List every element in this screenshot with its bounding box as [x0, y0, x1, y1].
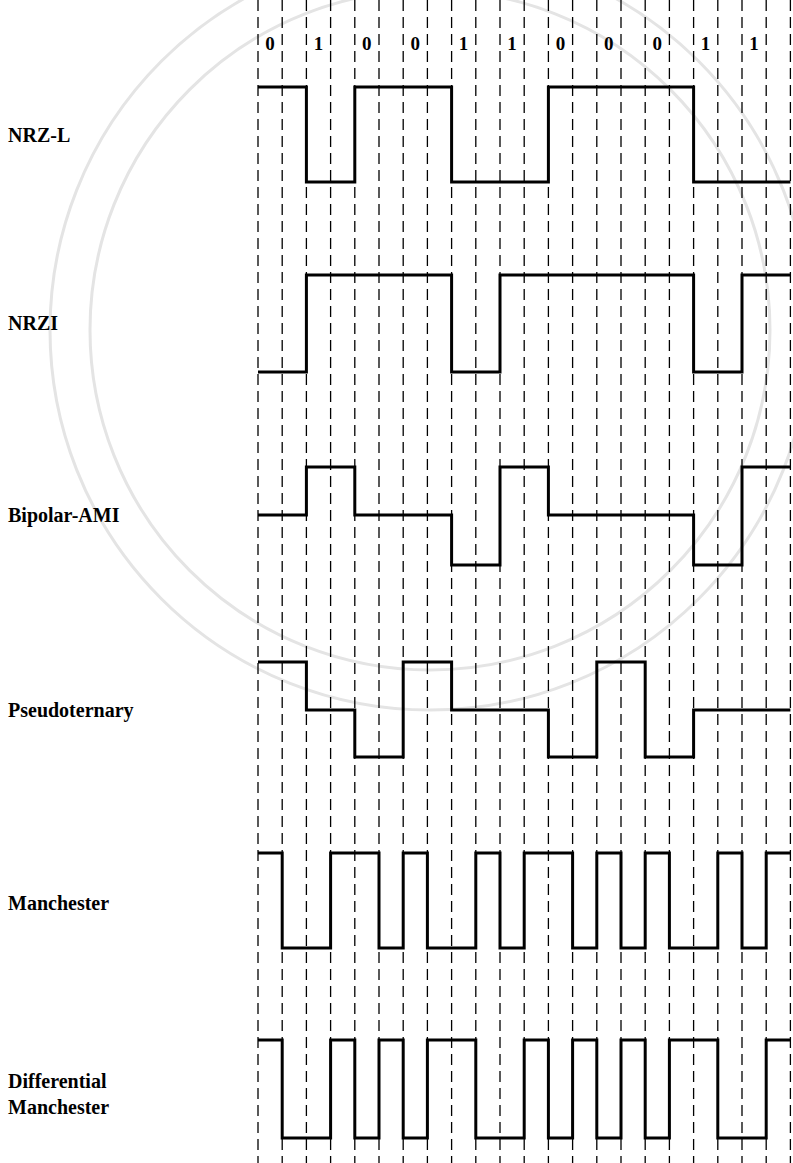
bit-gridlines [258, 0, 790, 1163]
bit-gridline [790, 0, 791, 1163]
bit-gridline [330, 0, 331, 1163]
signal-waveform [258, 275, 790, 372]
bit-gridline [645, 0, 646, 1163]
signal-waveform [258, 87, 790, 182]
bit-gridline [378, 0, 379, 1163]
bit-value: 0 [408, 32, 422, 57]
bit-gridline [282, 0, 283, 1163]
bit-gridline [475, 0, 476, 1163]
bit-value: 0 [650, 32, 664, 57]
bit-gridline [572, 0, 573, 1163]
encoding-name: Manchester [8, 890, 109, 916]
signal-waveform [258, 853, 790, 948]
bit-gridline [403, 0, 404, 1163]
signal-waveform [258, 662, 790, 757]
bit-gridline [257, 0, 258, 1163]
bit-value: 1 [505, 32, 519, 57]
bit-gridline [669, 0, 670, 1163]
bit-gridline [717, 0, 718, 1163]
bit-value: 0 [360, 32, 374, 57]
bit-value: 1 [311, 32, 325, 57]
bit-value: 0 [263, 32, 277, 57]
bit-value: 1 [457, 32, 471, 57]
bit-gridline [524, 0, 525, 1163]
seal-ring [90, 0, 770, 670]
bit-gridline [620, 0, 621, 1163]
signal-waveform [258, 1040, 790, 1138]
bit-gridline [766, 0, 767, 1163]
bit-gridline [499, 0, 500, 1163]
encoding-name: NRZI [8, 310, 58, 336]
bit-value: 1 [747, 32, 761, 57]
bit-gridline [741, 0, 742, 1163]
seal-ring [50, 0, 793, 710]
bit-gridline [427, 0, 428, 1163]
watermark-seal [50, 0, 793, 710]
signal-waveform [258, 467, 790, 565]
encoding-name: NRZ-L [8, 122, 70, 148]
bit-gridline [596, 0, 597, 1163]
encoding-name: Differential Manchester [8, 1068, 128, 1120]
waveforms [258, 87, 790, 1138]
encoding-name: Bipolar-AMI [8, 502, 119, 528]
bit-value: 1 [699, 32, 713, 57]
encoding-name: Pseudoternary [8, 697, 134, 723]
bit-value: 0 [602, 32, 616, 57]
bit-value: 0 [553, 32, 567, 57]
